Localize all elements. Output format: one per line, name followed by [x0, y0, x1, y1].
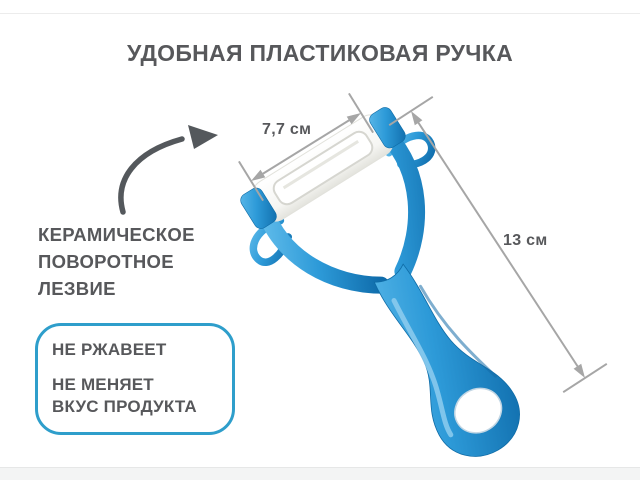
blade-cap-right	[369, 107, 406, 149]
handle-hole	[454, 387, 503, 434]
dimension-width-label: 7,7 см	[262, 121, 312, 138]
blade-slot	[272, 130, 374, 206]
bottom-edge-strip	[0, 467, 640, 480]
dimension-arrow-width-icon	[238, 92, 374, 202]
feature-no-taste-change: НЕ МЕНЯЕТ ВКУС ПРОДУКТА	[52, 374, 220, 418]
handle-highlight	[391, 298, 454, 438]
blade-annotation-line: ПОВОРОТНОЕ	[38, 251, 174, 272]
peeler-handle	[373, 263, 520, 457]
peeler-illustration	[240, 107, 520, 457]
feature-line: ВКУС ПРОДУКТА	[52, 397, 197, 416]
feature-no-rust: НЕ РЖАВЕЕТ	[52, 340, 167, 359]
blade-annotation-line: КЕРАМИЧЕСКОЕ	[38, 224, 195, 245]
blade-annotation-line: ЛЕЗВИЕ	[38, 278, 116, 299]
peeler-arm-right	[378, 126, 425, 280]
peeler-arm-left	[256, 202, 390, 294]
page-title: УДОБНАЯ ПЛАСТИКОВАЯ РУЧКА	[127, 40, 513, 66]
dimension-arrow-length-icon	[388, 95, 608, 394]
feature-line: НЕ МЕНЯЕТ	[52, 375, 154, 394]
features-box: НЕ РЖАВЕЕТ НЕ МЕНЯЕТ ВКУС ПРОДУКТА	[35, 323, 235, 435]
blade-edge-line	[282, 140, 359, 190]
handle-shadow-edge	[419, 284, 498, 378]
curved-arrow-icon	[118, 125, 218, 215]
blade-annotation: КЕРАМИЧЕСКОЕ ПОВОРОТНОЕ ЛЕЗВИЕ	[38, 221, 195, 302]
dimension-length-label: 13 см	[503, 232, 548, 249]
top-divider	[0, 13, 640, 14]
blade-cap-left	[240, 187, 277, 229]
